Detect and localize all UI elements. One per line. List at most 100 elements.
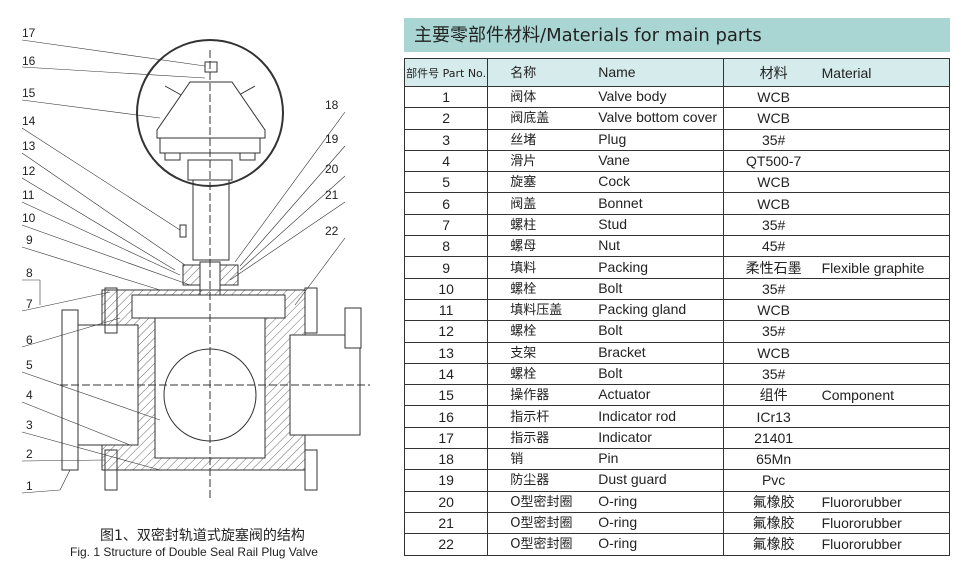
material-en: Fluororubber: [821, 536, 902, 553]
material-en: [812, 472, 822, 488]
callout-19: 19: [325, 132, 339, 146]
part-name-cn: 螺栓: [510, 367, 537, 382]
material-en: [812, 217, 822, 233]
material-cn: WCB: [757, 195, 790, 212]
part-name-cn: 阀盖: [510, 196, 537, 212]
part-no: 15: [403, 384, 489, 407]
callout-8: 8: [26, 266, 33, 280]
callout-15: 15: [22, 86, 36, 100]
part-name-cn: O型密封圈: [510, 516, 573, 532]
material-en: Fluororubber: [821, 515, 902, 532]
callout-7: 7: [26, 297, 33, 311]
part-name-cn: 螺母: [510, 239, 537, 255]
material-en: [812, 281, 822, 297]
callout-2: 2: [26, 447, 33, 461]
material-cn: 65Mn: [756, 451, 792, 468]
callout-1: 1: [26, 479, 33, 493]
material-cn: QT500-7: [746, 153, 802, 170]
part-no: 20: [403, 490, 489, 513]
material-en: [812, 323, 822, 339]
part-name-cn: 防尘器: [510, 473, 550, 489]
part-name-cn: 操作器: [510, 388, 550, 404]
material-cn: 35#: [761, 216, 786, 233]
figure-caption-cn: 图1、双密封轨道式旋塞阀的结构: [100, 528, 305, 544]
part-name-en: Vane: [598, 152, 630, 169]
material-en: [812, 174, 822, 190]
material-en: [812, 366, 822, 382]
part-name-en: Stud: [598, 215, 628, 232]
callout-17: 17: [22, 26, 36, 40]
callout-10: 10: [22, 211, 36, 225]
part-name-cn: 螺栓: [510, 281, 537, 297]
part-name-en: Packing gland: [598, 301, 687, 318]
material-en: [812, 302, 822, 318]
part-no: 4: [403, 149, 489, 173]
part-name-en: O-ring: [598, 535, 638, 552]
material-en: Flexible graphite: [821, 259, 925, 276]
part-no: 3: [403, 128, 489, 151]
part-name-en: Cock: [598, 173, 631, 190]
callout-9: 9: [26, 233, 33, 247]
part-name-en: O-ring: [598, 492, 638, 509]
table-row: 19 防尘器 Dust guard Pvc: [403, 469, 951, 492]
valve-drawing: [21, 39, 370, 500]
part-no: 8: [403, 235, 489, 258]
material-cn: 氟橡胶: [752, 536, 795, 553]
part-name-en: Dust guard: [598, 471, 667, 488]
table-title: 主要零部件材料/Materials for main parts: [404, 18, 950, 52]
part-no: 2: [403, 107, 489, 130]
header-name-cn: 名称: [510, 65, 537, 81]
part-no: 19: [403, 469, 489, 492]
part-name-en: Packing: [598, 258, 649, 275]
material-en: Fluororubber: [821, 493, 902, 510]
part-no: 14: [403, 362, 489, 386]
header-material-en: Material: [821, 64, 872, 81]
part-name-en: Bolt: [598, 279, 623, 296]
part-name-en: Actuator: [598, 386, 651, 403]
material-cn: ICr13: [756, 408, 791, 425]
part-no: 10: [403, 277, 489, 300]
part-name-en: Nut: [598, 237, 621, 254]
material-cn: WCB: [757, 110, 790, 127]
header-part-no: 部件号 Part No.: [406, 66, 487, 80]
material-cn: Pvc: [761, 472, 786, 489]
part-no: 7: [403, 213, 489, 237]
part-name-cn: 指示器: [510, 430, 550, 446]
part-no: 11: [403, 298, 489, 322]
material-cn: 氟橡胶: [752, 493, 795, 510]
callout-13: 13: [22, 139, 36, 153]
part-name-cn: O型密封圈: [510, 537, 573, 553]
material-en: [812, 89, 822, 105]
material-en: Component: [821, 387, 895, 404]
material-cn: 柔性石墨: [745, 259, 802, 276]
material-cn: WCB: [757, 174, 790, 191]
part-no: 13: [403, 341, 489, 364]
material-en: [812, 409, 822, 425]
part-no: 5: [403, 171, 489, 194]
part-no: 17: [403, 426, 489, 450]
callout-11: 11: [22, 188, 35, 202]
figure-caption-en: Fig. 1 Structure of Double Seal Rail Plu…: [70, 545, 318, 559]
material-cn: 21401: [754, 429, 794, 446]
material-cn: WCB: [757, 89, 790, 106]
callout-22: 22: [325, 224, 339, 238]
part-no: 22: [403, 533, 489, 556]
part-name-en: Valve body: [598, 88, 667, 105]
material-cn: 组件: [759, 387, 788, 404]
material-cn: 35#: [761, 323, 786, 340]
material-en: [812, 196, 822, 212]
callout-14: 14: [22, 114, 36, 128]
callout-12: 12: [22, 164, 36, 178]
